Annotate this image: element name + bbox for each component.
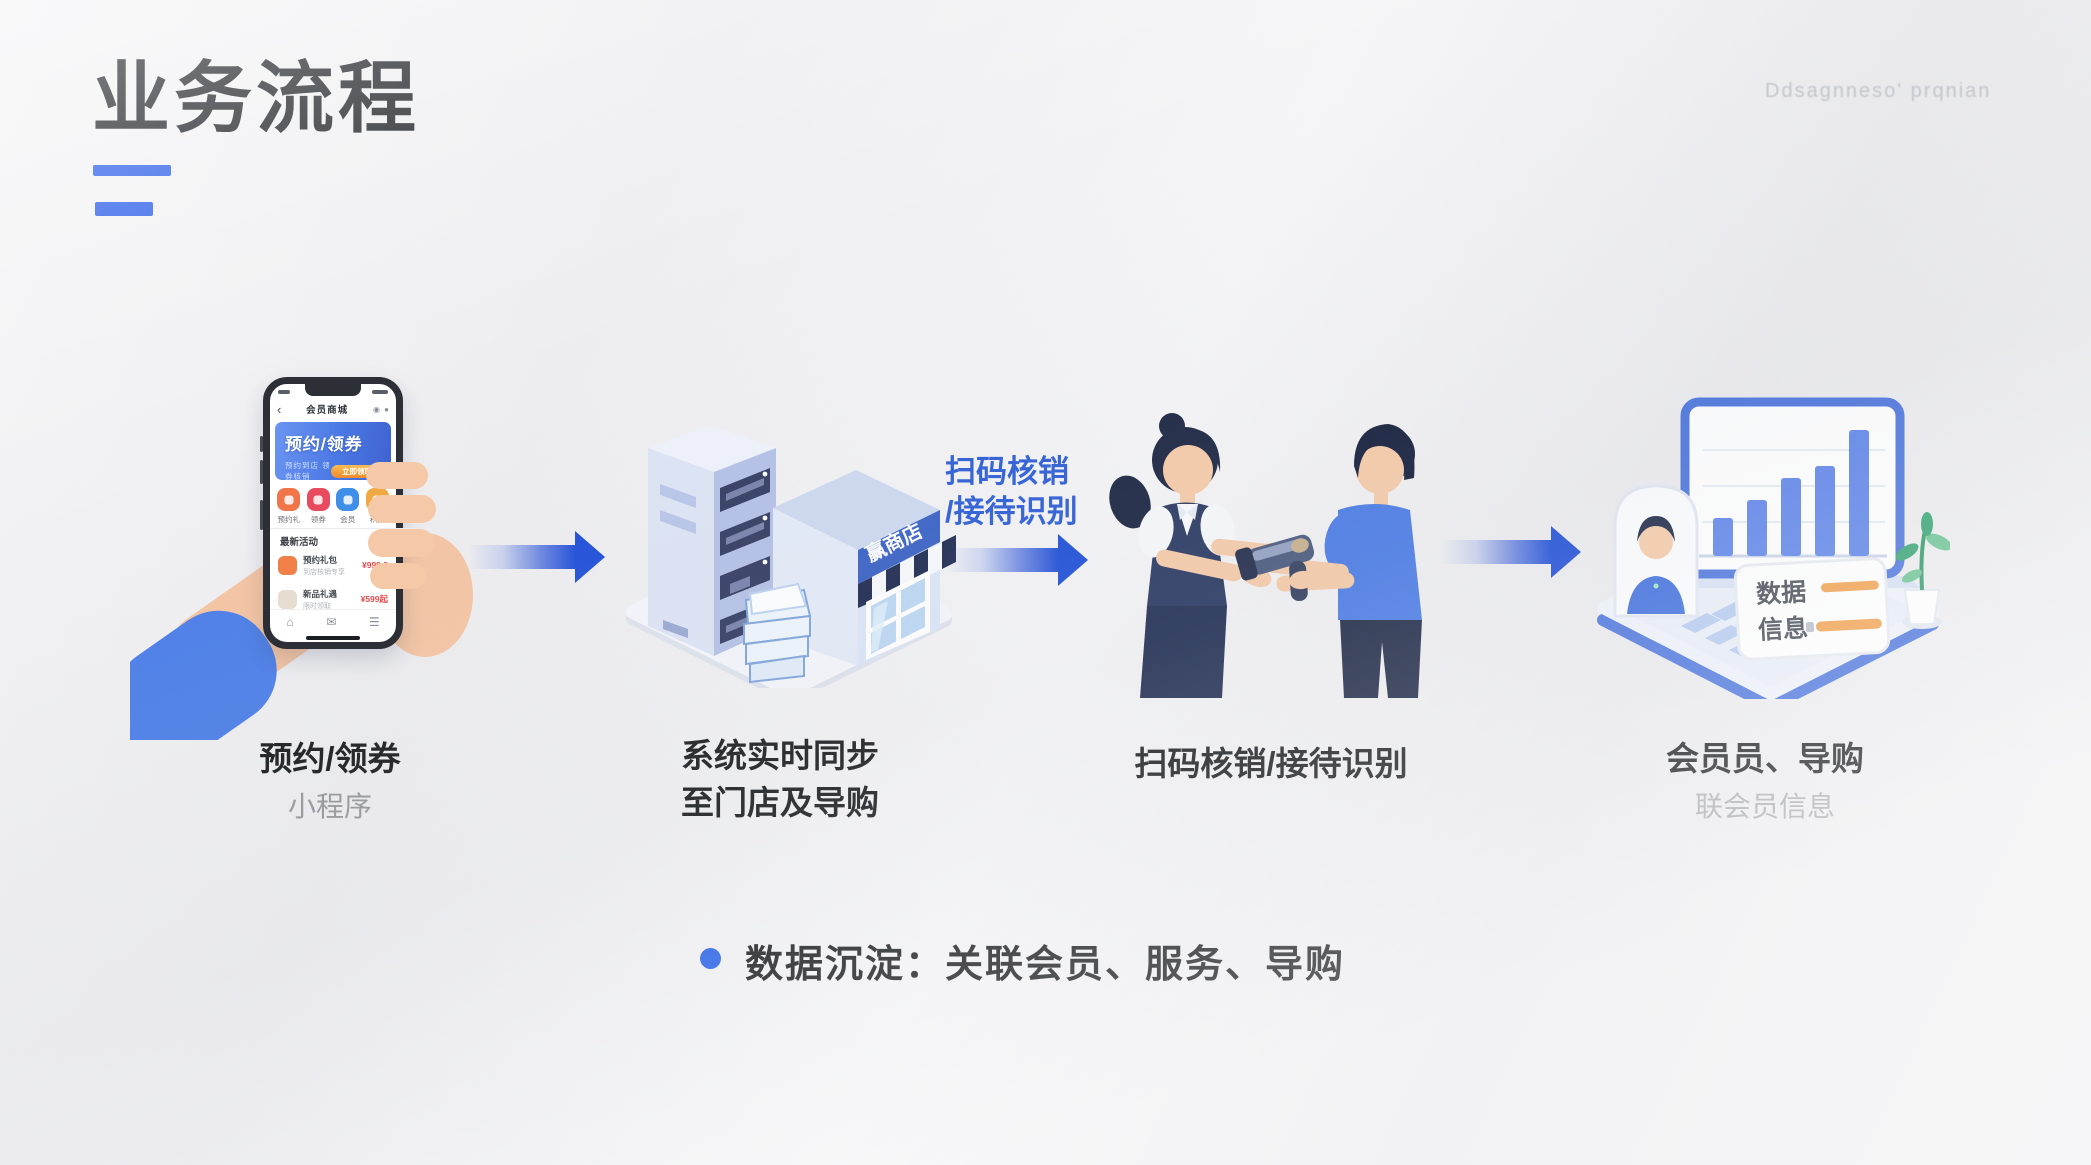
caption-line1: 扫码核销	[945, 454, 1069, 489]
step4-sublabel: 联会员信息	[1694, 791, 1835, 822]
item-price: ¥599起	[360, 594, 388, 604]
profile-tab-icon: ☰	[368, 615, 380, 629]
miniprogram-capsule-icon: ◉ ●	[372, 404, 390, 414]
phone-volume-button	[260, 436, 263, 452]
paper-icon	[748, 582, 808, 616]
home-tab-icon: ⌂	[286, 615, 294, 629]
activity-icon	[278, 589, 297, 609]
arrow-head-icon	[1058, 534, 1088, 586]
customer-man-icon	[1235, 424, 1422, 698]
card-text-line2: 信息	[1757, 613, 1808, 645]
activity-icon	[278, 555, 297, 575]
arrow-shaft	[946, 548, 1064, 572]
quick-icon-label: 会员	[340, 515, 356, 524]
server-store-illustration: 赢商店	[626, 426, 956, 688]
arrow-head-icon	[1551, 526, 1581, 578]
phone-power-button	[260, 500, 263, 530]
item-title: 预约礼包	[303, 554, 338, 565]
phone-notch	[305, 383, 361, 396]
arrow-shaft	[468, 545, 581, 569]
bullet-dot-icon	[700, 948, 721, 969]
hand-fingers-icon	[366, 462, 436, 589]
quick-icon-label: 领券	[310, 515, 326, 524]
watermark: Ddsagnneso' prqnian	[1765, 80, 1992, 102]
banner-subtitle: 预约到店 领券核销	[285, 461, 331, 480]
phone-list-item: 预约礼包 到店核销专享 ¥999.9	[278, 550, 388, 580]
message-tab-icon: ✉	[326, 615, 337, 629]
bar-chart-icon	[1713, 430, 1869, 556]
plant-icon	[1895, 512, 1950, 629]
flow-arrow-2	[946, 534, 1088, 586]
step2-label-line2: 至门店及导购	[681, 784, 879, 821]
staff-customer-illustration	[1109, 413, 1422, 698]
phone-list-item: 新品礼遇 限时领取 ¥599起	[278, 584, 388, 614]
laptop-illustration: 数据 信息	[1597, 397, 1950, 699]
arrow-caption: 扫码核销 /接待识别	[945, 452, 1135, 532]
phone-volume-button	[260, 460, 263, 484]
caption-line2: /接待识别	[945, 494, 1078, 529]
server-icon	[648, 426, 776, 656]
item-price: ¥999.9	[362, 560, 388, 570]
item-subtitle: 限时领取	[303, 602, 331, 610]
step1-sublabel: 小程序	[287, 791, 372, 822]
step2-label-line1: 系统实时同步	[681, 737, 879, 774]
card-text-line1: 数据	[1756, 578, 1807, 609]
flow-arrow-3	[1441, 526, 1581, 578]
summary-text: 数据沉淀：关联会员、服务、导购	[745, 944, 1346, 986]
member-icon	[336, 488, 360, 511]
flow-arrow-1	[468, 531, 605, 583]
title-underline	[93, 165, 171, 176]
phone-section-title: 最新活动	[269, 528, 435, 548]
quick-icon-label: 预约礼	[277, 515, 301, 524]
step1-label: 预约/领券	[259, 740, 401, 777]
phone-illustration: ‹ 会员商城 ◉ ● 预约/领券 预约到店 领券核销 立即领取 预约礼 领券 会…	[130, 360, 500, 740]
phone-home-indicator	[306, 636, 360, 640]
gift-icon	[306, 488, 330, 511]
item-subtitle: 到店核销专享	[303, 568, 345, 576]
member-avatar-card	[1613, 484, 1699, 618]
data-info-card: 数据 信息	[1733, 557, 1891, 661]
phone-status-bar	[278, 387, 388, 397]
coupon-icon	[277, 488, 301, 511]
arrow-shaft	[1441, 540, 1557, 564]
item-title: 新品礼遇	[303, 588, 338, 599]
page-title: 业务流程	[92, 54, 421, 142]
phone-tab-bar: ⌂ ✉ ☰	[270, 609, 396, 634]
step4-label: 会员员、导购	[1666, 740, 1864, 777]
phone-nav-bar: ‹ 会员商城 ◉ ●	[274, 400, 392, 418]
dashboard-screen	[1663, 397, 1921, 588]
arrow-head-icon	[575, 531, 605, 583]
summary-bullet-row: 数据沉淀：关联会员、服务、导购	[700, 933, 1345, 988]
phone-nav-title: 会员商城	[306, 405, 349, 416]
title-accent-bar	[95, 202, 153, 216]
back-icon: ‹	[277, 401, 282, 417]
step3-label: 扫码核销/接待识别	[1134, 745, 1408, 782]
step2-label: 系统实时同步 至门店及导购	[598, 732, 962, 826]
scanner-icon	[1235, 534, 1315, 602]
